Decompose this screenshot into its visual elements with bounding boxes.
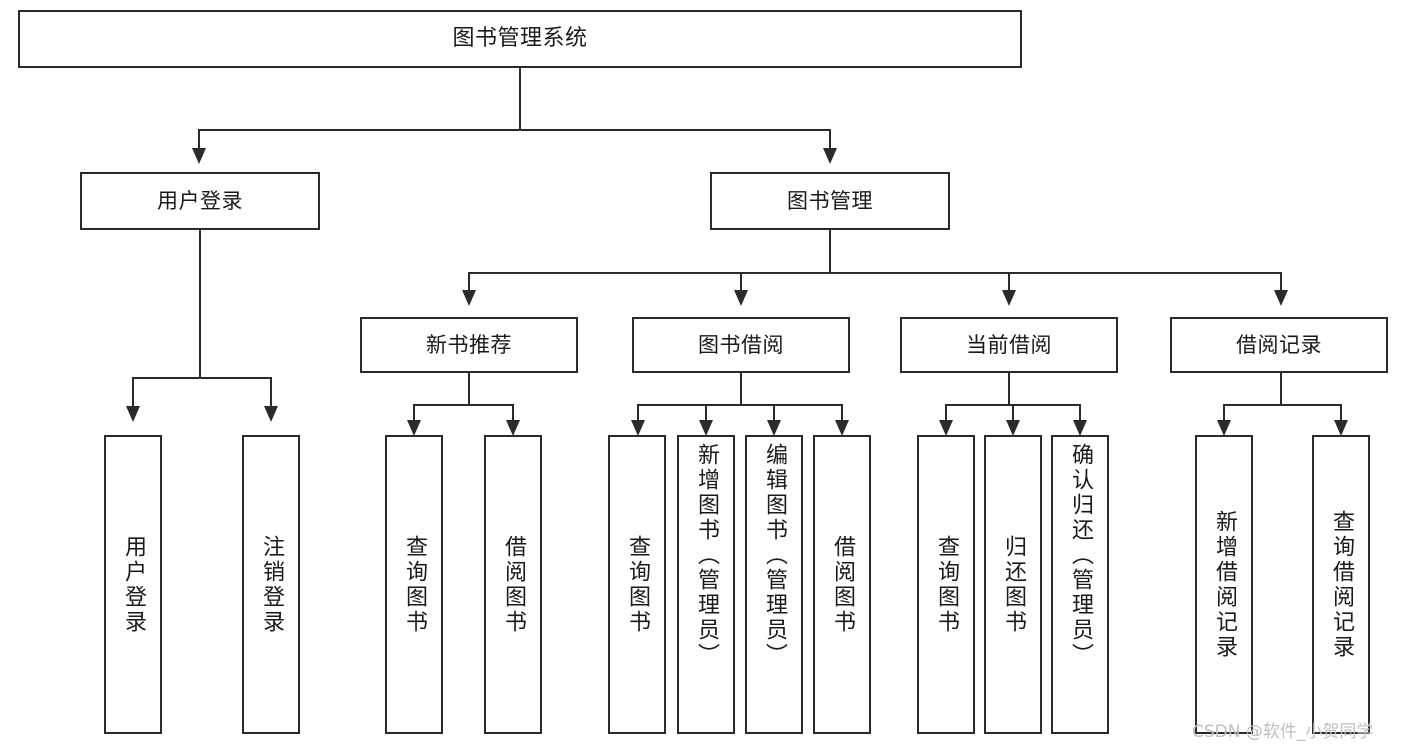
connector-book-borrow-bus (637, 404, 843, 406)
arrowhead-cb-query-book (939, 420, 953, 436)
connector-br-1 (1223, 404, 1225, 422)
connector-new-book-recommend-bus (413, 404, 513, 406)
leaf-br-query-record[interactable]: 查询借阅记录 (1312, 435, 1370, 734)
arrowhead-book-management (823, 148, 837, 164)
connector-root-stem (519, 68, 521, 130)
leaf-nbr-query-book[interactable]: 查询图书 (385, 435, 443, 734)
connector-user-login-left (132, 377, 134, 409)
node-label: 查询图书 (625, 534, 650, 635)
node-label: 图书管理系统 (452, 26, 588, 51)
arrowhead-user-login (192, 148, 206, 164)
node-label: 新增图书（管理员） (694, 443, 719, 668)
connector-level2-bus (468, 272, 1280, 274)
leaf-cb-return-book[interactable]: 归还图书 (984, 435, 1042, 734)
node-label: 注销登录 (259, 534, 284, 635)
leaf-bb-edit-book[interactable]: 编辑图书（管理员） (745, 435, 803, 734)
leaf-br-add-record[interactable]: 新增借阅记录 (1195, 435, 1253, 734)
connector-br-2 (1340, 404, 1342, 422)
connector-cb-1 (945, 404, 947, 422)
connector-to-new-book-recommend (468, 272, 470, 292)
node-new-book-recommend[interactable]: 新书推荐 (360, 317, 578, 373)
connector-cb-3 (1079, 404, 1081, 422)
connector-borrow-records-bus (1223, 404, 1341, 406)
arrowhead-bb-edit-book (767, 420, 781, 436)
connector-root-to-book-management (829, 129, 831, 151)
connector-user-login-bus (132, 377, 270, 379)
leaf-bb-borrow-book[interactable]: 借阅图书 (813, 435, 871, 734)
connector-bb-1 (637, 404, 639, 422)
leaf-bb-add-book[interactable]: 新增图书（管理员） (677, 435, 735, 734)
node-book-management[interactable]: 图书管理 (710, 172, 950, 230)
node-label: 用户登录 (121, 534, 146, 635)
leaf-nbr-borrow-book[interactable]: 借阅图书 (484, 435, 542, 734)
connector-to-book-borrow (740, 272, 742, 292)
node-label: 确认归还（管理员） (1068, 443, 1093, 668)
leaf-logout[interactable]: 注销登录 (242, 435, 300, 734)
node-label: 用户登录 (157, 188, 243, 213)
node-label: 查询图书 (934, 534, 959, 635)
arrowhead-cb-confirm-return (1073, 420, 1087, 436)
connector-borrow-records-stem (1280, 373, 1282, 405)
node-label: 归还图书 (1001, 534, 1026, 635)
connector-cb-2 (1012, 404, 1014, 422)
arrowhead-leaf-user-login (126, 406, 140, 422)
connector-current-borrow-stem (1008, 373, 1010, 405)
node-label: 查询图书 (402, 534, 427, 635)
node-label: 借阅图书 (830, 534, 855, 635)
arrowhead-leaf-logout (264, 406, 278, 422)
connector-nbr-left (413, 404, 415, 422)
arrowhead-new-book-recommend (462, 290, 476, 306)
connector-bb-2 (705, 404, 707, 422)
connector-book-management-stem (829, 230, 831, 273)
node-label: 图书借阅 (698, 332, 784, 357)
arrowhead-nbr-borrow-book (506, 420, 520, 436)
arrowhead-br-add-record (1217, 420, 1231, 436)
connector-new-book-recommend-stem (468, 373, 470, 405)
arrowhead-nbr-query-book (407, 420, 421, 436)
node-label: 查询借阅记录 (1329, 509, 1354, 660)
node-book-borrow[interactable]: 图书借阅 (632, 317, 850, 373)
connector-book-borrow-stem (740, 373, 742, 405)
leaf-cb-confirm-return[interactable]: 确认归还（管理员） (1051, 435, 1109, 734)
arrowhead-book-borrow (734, 290, 748, 306)
node-label: 新书推荐 (426, 332, 512, 357)
csdn-watermark: CSDN @软件_小贺同学 (1192, 722, 1374, 742)
node-borrow-records[interactable]: 借阅记录 (1170, 317, 1388, 373)
leaf-cb-query-book[interactable]: 查询图书 (917, 435, 975, 734)
node-label: 编辑图书（管理员） (762, 443, 787, 668)
connector-to-current-borrow (1008, 272, 1010, 292)
connector-bb-4 (841, 404, 843, 422)
arrowhead-current-borrow (1002, 290, 1016, 306)
node-label: 图书管理 (787, 188, 873, 213)
node-label: 新增借阅记录 (1212, 509, 1237, 660)
connector-root-to-user-login (198, 129, 200, 151)
connector-bb-3 (773, 404, 775, 422)
node-label: 借阅记录 (1236, 332, 1322, 357)
arrowhead-bb-query-book (631, 420, 645, 436)
connector-nbr-right (512, 404, 514, 422)
connector-user-login-stem (199, 230, 201, 378)
node-label: 借阅图书 (501, 534, 526, 635)
node-root-book-management-system[interactable]: 图书管理系统 (18, 10, 1022, 68)
arrowhead-borrow-records (1274, 290, 1288, 306)
leaf-bb-query-book[interactable]: 查询图书 (608, 435, 666, 734)
arrowhead-bb-add-book (699, 420, 713, 436)
arrowhead-bb-borrow-book (835, 420, 849, 436)
connector-user-login-right (270, 377, 272, 409)
connector-root-bus (198, 129, 831, 131)
arrowhead-cb-return-book (1006, 420, 1020, 436)
node-user-login[interactable]: 用户登录 (80, 172, 320, 230)
leaf-user-login[interactable]: 用户登录 (104, 435, 162, 734)
arrowhead-br-query-record (1334, 420, 1348, 436)
connector-to-borrow-records (1280, 272, 1282, 292)
node-label: 当前借阅 (966, 332, 1052, 357)
node-current-borrow[interactable]: 当前借阅 (900, 317, 1118, 373)
